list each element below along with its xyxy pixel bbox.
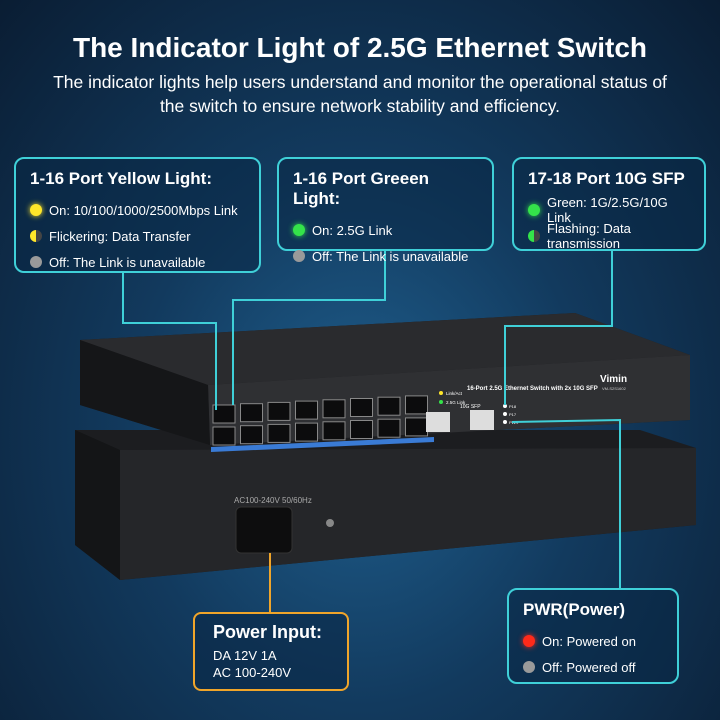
- yellow-light-panel: 1-16 Port Yellow Light: On: 10/100/1000/…: [14, 157, 261, 273]
- green-on-icon: [293, 224, 305, 236]
- led-p18: P18: [509, 404, 517, 409]
- yellow-off-icon: [30, 256, 42, 268]
- ethernet-port: [295, 422, 318, 442]
- power-input-dc: DA 12V 1A: [213, 648, 277, 663]
- pwr-panel: PWR(Power) On: Powered on Off: Powered o…: [507, 588, 679, 684]
- ethernet-port: [377, 418, 401, 438]
- yellow-flicker-text: Flickering: Data Transfer: [49, 228, 191, 244]
- pwr-on-text: On: Powered on: [542, 633, 636, 649]
- yellow-off-text: Off: The Link is unavailable: [49, 254, 206, 270]
- green-off-icon: [293, 250, 305, 262]
- ethernet-port: [322, 421, 346, 441]
- ethernet-port: [405, 395, 428, 415]
- ethernet-port: [212, 426, 236, 446]
- sfp-heading: 17-18 Port 10G SFP: [528, 169, 685, 188]
- ethernet-port: [240, 425, 263, 445]
- green-light-panel: 1-16 Port Greeen Light: On: 2.5G Link Of…: [277, 157, 494, 264]
- pwr-on-icon: [523, 635, 535, 647]
- device-label: 16-Port 2.5G Ethernet Switch with 2x 10G…: [467, 386, 598, 392]
- page-title: The Indicator Light of 2.5G Ethernet Swi…: [72, 32, 648, 63]
- sfp-flash-icon: [528, 230, 540, 242]
- green-heading: 1-16 Port Greeen Light:: [293, 169, 430, 208]
- yellow-on-icon: [30, 204, 42, 216]
- rear-label: AC100-240V 50/60Hz: [234, 496, 312, 505]
- ethernet-port: [267, 401, 291, 421]
- yellow-heading: 1-16 Port Yellow Light:: [30, 169, 212, 188]
- ethernet-port: [405, 417, 428, 437]
- power-input-ac: AC 100-240V: [213, 665, 292, 680]
- legend-link: Link/Act: [446, 391, 463, 396]
- ethernet-port: [322, 399, 346, 419]
- sfp-label: 10G SFP: [460, 404, 481, 410]
- yellow-on-text: On: 10/100/1000/2500Mbps Link: [49, 202, 238, 218]
- ethernet-port: [212, 404, 236, 424]
- callout-lines: [122, 250, 621, 588]
- sfp-flash-text: Flashing: Data transmission: [547, 221, 631, 251]
- ethernet-port: [377, 396, 401, 416]
- power-input-panel: Power Input: DA 12V 1A AC 100-240V: [193, 612, 349, 691]
- ground-screw-icon: [326, 519, 334, 527]
- pwr-heading: PWR(Power): [523, 600, 625, 619]
- subtitle: The indicator lights help users understa…: [53, 72, 667, 116]
- model-label: VM-S2S1602: [602, 386, 627, 391]
- ethernet-port: [295, 400, 318, 420]
- led-p17: P17: [509, 412, 517, 417]
- legend-25g: 2.5G Link: [446, 400, 466, 405]
- ethernet-port: [240, 403, 263, 423]
- port-number-strip: [211, 437, 434, 452]
- sfp-panel: 17-18 Port 10G SFP Green: 1G/2.5G/10G Li…: [512, 157, 706, 251]
- ethernet-port: [267, 423, 291, 443]
- yellow-flicker-icon: [30, 230, 42, 242]
- sfp-green-text: Green: 1G/2.5G/10G Link: [547, 195, 668, 225]
- sfp-green-icon: [528, 204, 540, 216]
- pwr-off-icon: [523, 661, 535, 673]
- green-off-text: Off: The Link is unavailable: [312, 248, 469, 264]
- ethernet-port: [350, 420, 373, 439]
- power-input-heading: Power Input:: [213, 622, 322, 642]
- brand-logo: Vimin: [600, 374, 627, 385]
- green-on-text: On: 2.5G Link: [312, 222, 393, 238]
- pwr-off-text: Off: Powered off: [542, 659, 636, 675]
- ethernet-port: [350, 398, 373, 417]
